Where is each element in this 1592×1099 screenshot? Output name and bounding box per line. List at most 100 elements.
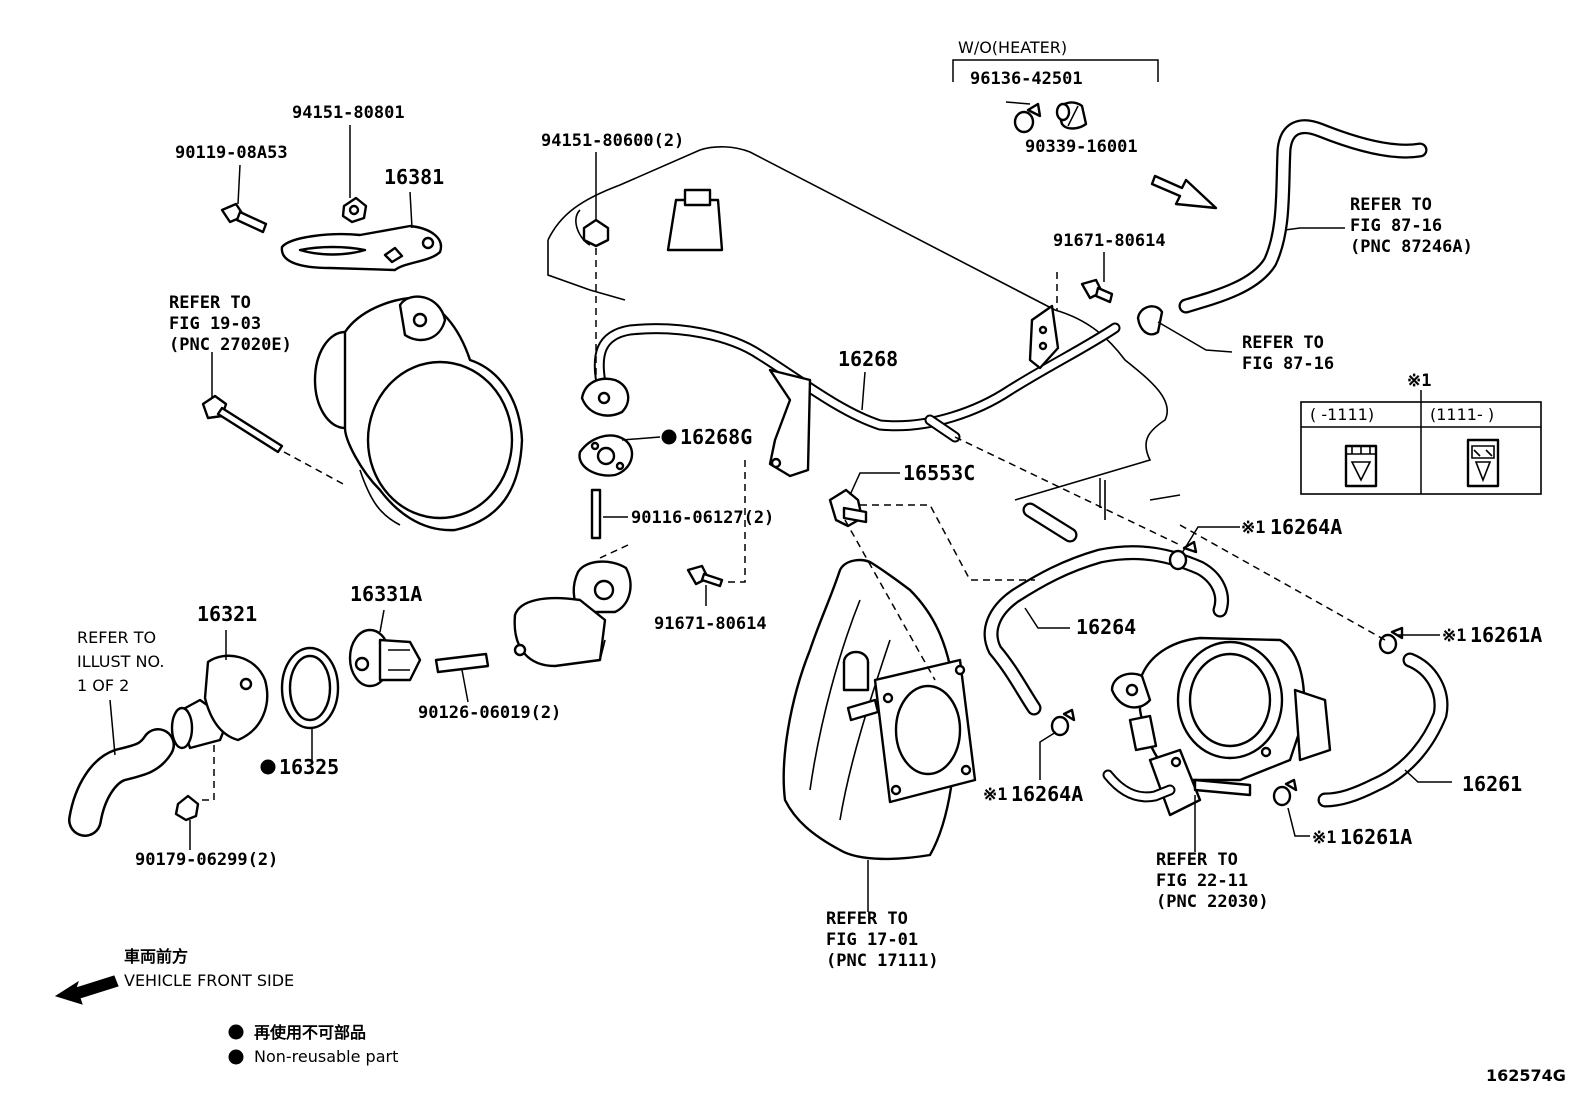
label-90339-16001[interactable]: 90339-16001 (1025, 137, 1138, 157)
label-90126-06019[interactable]: 90126-06019(2) (418, 703, 561, 723)
clamp-type-a-icon (1344, 444, 1378, 488)
gasket-16268g (578, 434, 634, 477)
hose-piece (1022, 502, 1078, 543)
engine-outline (547, 146, 1181, 520)
svg-text:REFER TO: REFER TO (1156, 850, 1238, 870)
label-ref-mark-16264a-bot: ※1 (983, 785, 1007, 805)
table-col-before: ( -1111) (1310, 405, 1374, 424)
label-91671-80614-top[interactable]: 91671-80614 (1053, 231, 1166, 251)
table-col-after: (1111- ) (1430, 405, 1494, 424)
label-16553c[interactable]: 16553C (903, 461, 975, 485)
label-16261a-top[interactable]: 16261A (1470, 623, 1542, 647)
label-16268[interactable]: 16268 (838, 347, 898, 371)
clamp-16553c (828, 488, 868, 528)
label-90119-08a53[interactable]: 90119-08A53 (175, 143, 288, 163)
label-96136-42501[interactable]: 96136-42501 (970, 69, 1083, 89)
leader-lines (109, 101, 1452, 912)
water-inlet-16321 (170, 654, 269, 801)
svg-text:FIG 87-16: FIG 87-16 (1350, 216, 1442, 236)
wo-heater-bracket (952, 59, 1159, 82)
part-labels: W/O(HEATER) 96136-42501 90339-16001 9415… (135, 38, 1542, 870)
label-16381[interactable]: 16381 (384, 165, 444, 189)
svg-text:REFER TO: REFER TO (1242, 333, 1324, 353)
svg-text:1 OF 2: 1 OF 2 (77, 676, 129, 695)
clamp-16261a-bot (1272, 778, 1298, 807)
clamp-16264a-bot (1050, 708, 1076, 737)
nonreusable-dot-icon (228, 1024, 244, 1040)
svg-text:FIG 22-11: FIG 22-11 (1156, 871, 1248, 891)
svg-text:(PNC 27020E): (PNC 27020E) (169, 335, 292, 355)
intake-manifold (782, 558, 977, 861)
flow-arrow-icon (1150, 174, 1218, 210)
refer-labels: REFER TO FIG 87-16 (PNC 87246A) REFER TO… (77, 195, 1473, 971)
label-ref-mark-16261a-top: ※1 (1442, 626, 1466, 646)
nonreusable-jp: 再使用不可部品 (254, 1023, 366, 1042)
label-wo-heater: W/O(HEATER) (958, 38, 1067, 57)
label-16268g[interactable]: 16268G (680, 425, 752, 449)
nut-94151-80801 (341, 196, 368, 224)
front-side-en: VEHICLE FRONT SIDE (124, 971, 294, 990)
throttle-pipe (1102, 769, 1176, 803)
svg-text:(PNC 17111): (PNC 17111) (826, 951, 939, 971)
svg-text:REFER TO: REFER TO (826, 909, 908, 929)
svg-text:REFER TO: REFER TO (169, 293, 251, 313)
thermostat-16331a (348, 628, 422, 688)
table-ref-mark: ※1 (1407, 371, 1431, 391)
clamp-type-b-icon (1466, 438, 1500, 488)
clamp-96136 (1013, 102, 1042, 134)
front-side-jp: 車両前方 (124, 947, 188, 966)
label-16261[interactable]: 16261 (1462, 772, 1522, 796)
pipe-16268 (580, 304, 1121, 478)
bracket-16381 (280, 224, 443, 272)
label-16264a-top[interactable]: 16264A (1270, 515, 1342, 539)
alternator (313, 295, 524, 532)
diagram-id: 162574G (1486, 1066, 1566, 1085)
svg-text:FIG 19-03: FIG 19-03 (169, 314, 261, 334)
stud-90126 (434, 652, 490, 674)
water-outlet (513, 560, 632, 668)
clamp-16261a-top (1378, 626, 1404, 655)
dashed-leaders (844, 272, 1386, 681)
label-16321[interactable]: 16321 (197, 602, 257, 626)
label-94151-80600[interactable]: 94151-80600(2) (541, 131, 684, 151)
label-90116-06127[interactable]: 90116-06127(2) (631, 508, 774, 528)
hose-16261 (1317, 652, 1449, 808)
refer-fig-87-16[interactable]: REFER TO FIG 87-16 (1242, 333, 1334, 374)
clamp-16264a-top (1168, 540, 1198, 571)
bolt-91671-top (1080, 278, 1114, 304)
nonreusable-dot-icon (661, 429, 677, 445)
hose-16264 (983, 545, 1230, 716)
refer-fig-19-03[interactable]: REFER TO FIG 19-03 (PNC 27020E) (169, 293, 292, 355)
label-91671-80614-mid[interactable]: 91671-80614 (654, 614, 767, 634)
label-16264[interactable]: 16264 (1076, 615, 1136, 639)
gasket-16325 (280, 646, 340, 730)
svg-text:ILLUST NO.: ILLUST NO. (77, 652, 164, 671)
nonreusable-dot-icon (228, 1049, 244, 1065)
label-90179-06299[interactable]: 90179-06299(2) (135, 850, 278, 870)
nut-90179 (174, 794, 200, 822)
refer-fig-87-16-pnc[interactable]: REFER TO FIG 87-16 (PNC 87246A) (1350, 195, 1473, 257)
svg-text:(PNC 22030): (PNC 22030) (1156, 892, 1269, 912)
svg-text:FIG 17-01: FIG 17-01 (826, 930, 918, 950)
refer-illust[interactable]: REFER TO ILLUST NO. 1 OF 2 (77, 628, 164, 695)
refer-fig-17-01[interactable]: REFER TO FIG 17-01 (PNC 17111) (826, 909, 939, 971)
label-16331a[interactable]: 16331A (350, 582, 422, 606)
hose-end (1136, 305, 1164, 336)
label-ref-mark-16264a-top: ※1 (1241, 518, 1265, 538)
throttle-body (1110, 636, 1332, 817)
nonreusable-en: Non-reusable part (254, 1047, 398, 1066)
heater-hose (1178, 119, 1428, 314)
nonreusable-dot-icon (260, 759, 276, 775)
svg-text:(PNC 87246A): (PNC 87246A) (1350, 237, 1473, 257)
label-94151-80801[interactable]: 94151-80801 (292, 103, 405, 123)
label-ref-mark-16261a-bot: ※1 (1312, 828, 1336, 848)
legend: 車両前方 VEHICLE FRONT SIDE 再使用不可部品 Non-reus… (54, 947, 398, 1066)
front-arrow-icon (54, 975, 119, 1005)
svg-text:REFER TO: REFER TO (77, 628, 156, 647)
long-bolt (201, 394, 346, 486)
label-16264a-bot[interactable]: 16264A (1011, 782, 1083, 806)
label-16325[interactable]: 16325 (279, 755, 339, 779)
refer-fig-22-11[interactable]: REFER TO FIG 22-11 (PNC 22030) (1156, 850, 1269, 912)
label-16261a-bot[interactable]: 16261A (1340, 825, 1412, 849)
